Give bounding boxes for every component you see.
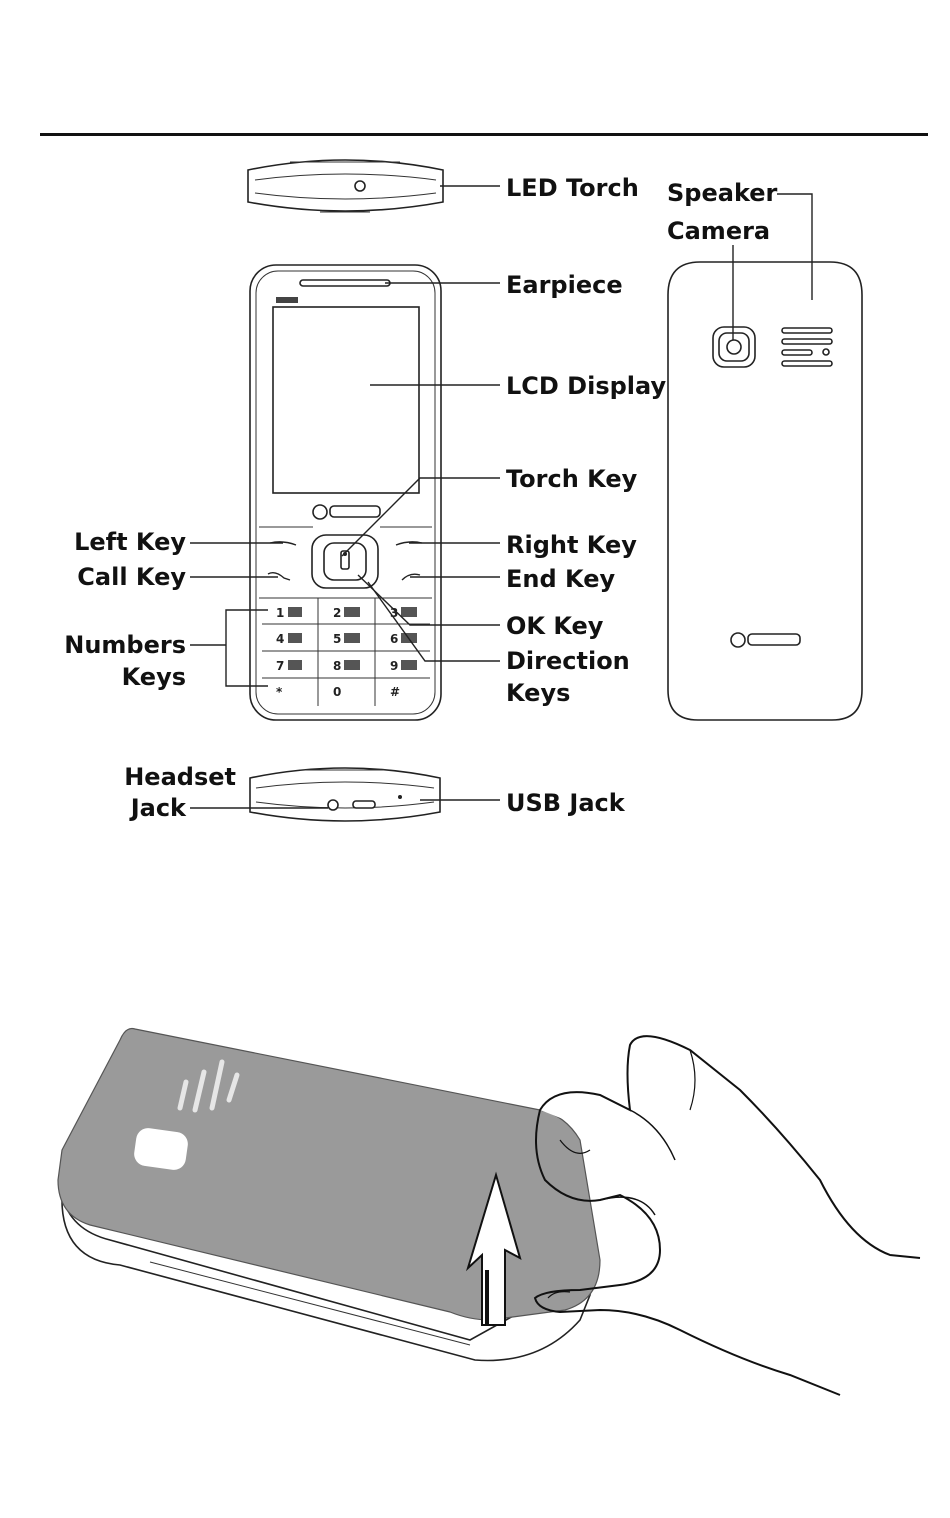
keypad-key: 7 <box>276 659 284 673</box>
label-left-key: Left Key <box>74 528 186 556</box>
phone-front-view: 1 2 3 4 5 6 7 8 9 * 0 # <box>190 265 500 720</box>
lcd-screen <box>273 307 419 493</box>
usb-jack-icon <box>353 801 375 808</box>
label-end-key: End Key <box>506 565 615 593</box>
keypad-key: # <box>390 685 400 699</box>
label-lcd-display: LCD Display <box>506 372 666 400</box>
label-earpiece: Earpiece <box>506 271 623 299</box>
label-led-torch: LED Torch <box>506 174 639 202</box>
keypad-key: 2 <box>333 606 341 620</box>
label-headset-jack: Headset <box>124 763 236 791</box>
keypad-key: 4 <box>276 632 284 646</box>
label-numbers-keys: Numbers <box>64 631 186 659</box>
keypad-key: 1 <box>276 606 284 620</box>
label-call-key: Call Key <box>77 563 186 591</box>
label-direction-keys-2: Keys <box>506 679 570 707</box>
label-usb-jack: USB Jack <box>506 789 626 817</box>
battery-cover <box>58 1028 600 1320</box>
back-brand-logo-icon <box>731 633 800 647</box>
label-headset-jack-2: Jack <box>129 794 187 822</box>
label-camera: Camera <box>667 217 770 245</box>
earpiece-icon <box>300 280 390 286</box>
cover-removal-illustration <box>58 1028 920 1395</box>
phone-bottom-view <box>190 768 500 821</box>
headset-jack-icon <box>328 800 338 810</box>
keypad-key: * <box>276 685 283 699</box>
label-ok-key: OK Key <box>506 612 604 640</box>
phone-top-view <box>248 160 500 212</box>
keypad-key: 5 <box>333 632 341 646</box>
label-torch-key: Torch Key <box>506 465 638 493</box>
label-speaker: Speaker <box>667 179 778 207</box>
label-numbers-keys-2: Keys <box>122 663 186 691</box>
phone-back-view <box>668 194 862 720</box>
keypad-key: 6 <box>390 632 398 646</box>
keypad-key: 8 <box>333 659 341 673</box>
label-right-key: Right Key <box>506 531 637 559</box>
cover-camera-window-icon <box>133 1127 190 1172</box>
brand-logo-icon <box>313 505 380 519</box>
keypad-key: 0 <box>333 685 341 699</box>
label-direction-keys: Direction <box>506 647 630 675</box>
keypad-key: 9 <box>390 659 398 673</box>
led-torch-icon <box>355 181 365 191</box>
camera-icon <box>713 327 755 367</box>
